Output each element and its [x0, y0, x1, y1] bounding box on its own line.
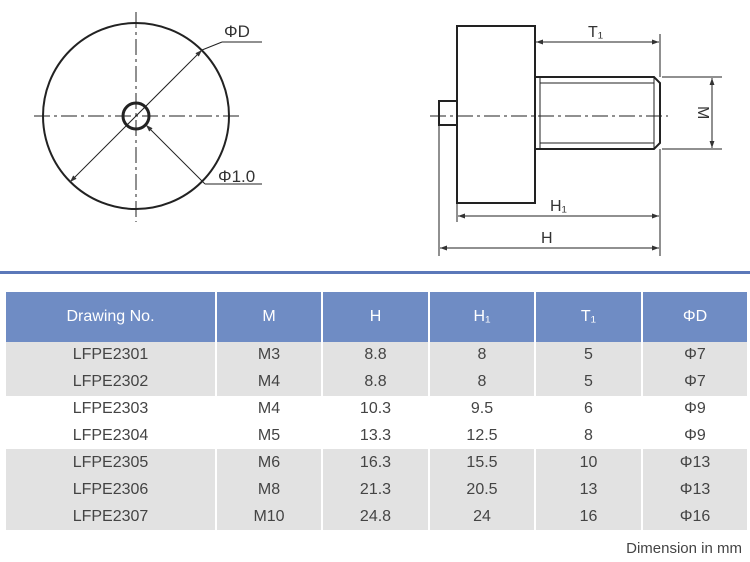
cell-t1: 16 [535, 503, 643, 530]
table-row: LFPE2302 M4 8.8 8 5 Φ7 [6, 368, 747, 396]
front-view [34, 12, 262, 222]
cell-drawing-no: LFPE2304 [6, 422, 217, 450]
table-row: LFPE2305 M6 16.3 15.5 10 Φ13 [6, 449, 747, 477]
header-h: H [322, 292, 430, 342]
cell-h1: 24 [429, 503, 536, 530]
threaded-stud [535, 76, 661, 150]
diameter-dimension-line [69, 49, 203, 183]
hole-leader [145, 124, 206, 185]
cell-diameter: Φ16 [642, 503, 747, 530]
cell-m: M6 [216, 449, 323, 477]
header-t1: T₁ [535, 292, 643, 342]
cell-drawing-no: LFPE2301 [6, 342, 217, 369]
thread-length-label: T₁ [588, 24, 603, 41]
pin-stub [438, 100, 458, 126]
cell-m: M3 [216, 342, 323, 369]
cell-m: M5 [216, 422, 323, 450]
cell-m: M4 [216, 395, 323, 423]
knob-head [456, 25, 536, 204]
length-h-label: H [541, 230, 553, 247]
cell-h: 10.3 [322, 395, 430, 423]
cell-diameter: Φ13 [642, 476, 747, 504]
table-row: LFPE2307 M10 24.8 24 16 Φ16 [6, 503, 747, 530]
section-divider [0, 271, 750, 274]
cell-t1: 8 [535, 422, 643, 450]
cell-h: 13.3 [322, 422, 430, 450]
cell-h: 8.8 [322, 368, 430, 396]
cell-t1: 6 [535, 395, 643, 423]
header-h1: H₁ [429, 292, 536, 342]
cell-h: 8.8 [322, 342, 430, 369]
table-row: LFPE2306 M8 21.3 20.5 13 Φ13 [6, 476, 747, 504]
cell-drawing-no: LFPE2303 [6, 395, 217, 423]
cell-h: 21.3 [322, 476, 430, 504]
cell-h1: 12.5 [429, 422, 536, 450]
side-view [430, 25, 722, 256]
cell-diameter: Φ7 [642, 342, 747, 369]
header-m: M [216, 292, 323, 342]
technical-drawing: ΦD Φ1.0 T₁ M H₁ H [34, 12, 722, 256]
cell-h1: 15.5 [429, 449, 536, 477]
table-row: LFPE2304 M5 13.3 12.5 8 Φ9 [6, 422, 747, 450]
center-hole-label: Φ1.0 [218, 167, 255, 186]
table-header-row: Drawing No. M H H₁ T₁ ΦD [6, 292, 747, 342]
cell-h: 24.8 [322, 503, 430, 530]
table-row: LFPE2301 M3 8.8 8 5 Φ7 [6, 342, 747, 369]
cell-diameter: Φ13 [642, 449, 747, 477]
cell-h: 16.3 [322, 449, 430, 477]
cell-drawing-no: LFPE2307 [6, 503, 217, 530]
cell-m: M4 [216, 368, 323, 396]
cell-drawing-no: LFPE2306 [6, 476, 217, 504]
cell-m: M10 [216, 503, 323, 530]
cell-h1: 8 [429, 368, 536, 396]
dimension-table: Drawing No. M H H₁ T₁ ΦD LFPE2301 M3 8.8… [6, 292, 747, 530]
cell-h1: 9.5 [429, 395, 536, 423]
cell-drawing-no: LFPE2302 [6, 368, 217, 396]
cell-diameter: Φ9 [642, 422, 747, 450]
cell-t1: 5 [535, 342, 643, 369]
table-row: LFPE2303 M4 10.3 9.5 6 Φ9 [6, 395, 747, 423]
diameter-leader [201, 41, 223, 51]
cell-t1: 10 [535, 449, 643, 477]
cell-t1: 13 [535, 476, 643, 504]
header-drawing-no: Drawing No. [6, 292, 217, 342]
header-diameter: ΦD [642, 292, 747, 342]
outer-diameter-label: ΦD [224, 22, 250, 41]
thread-size-label: M [694, 106, 711, 119]
cell-diameter: Φ9 [642, 395, 747, 423]
cell-m: M8 [216, 476, 323, 504]
cell-t1: 5 [535, 368, 643, 396]
cell-h1: 8 [429, 342, 536, 369]
cell-diameter: Φ7 [642, 368, 747, 396]
units-note: Dimension in mm [626, 540, 742, 557]
cell-drawing-no: LFPE2305 [6, 449, 217, 477]
length-h1-label: H₁ [550, 198, 567, 215]
cell-h1: 20.5 [429, 476, 536, 504]
